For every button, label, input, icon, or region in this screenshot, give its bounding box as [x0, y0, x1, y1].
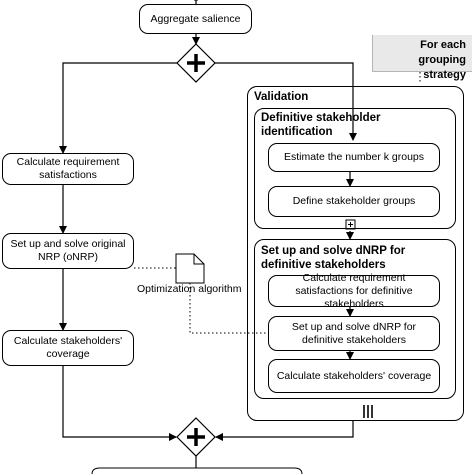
association-data-object-to-dnrp — [189, 283, 268, 334]
definitive-identification-title: Definitive stakeholder identification — [261, 112, 381, 138]
definitive-identification-container — [254, 108, 456, 229]
calculate-req-sat-definitive-task[interactable]: Calculate requirement satisfactions for … — [268, 272, 440, 310]
set-up-solve-dnrp-container — [254, 239, 456, 399]
parallel-split-gateway — [176, 43, 216, 83]
multi-instance-marker-icon — [363, 405, 373, 418]
aggregate-salience-task[interactable]: Aggregate salience — [139, 4, 252, 34]
subprocess-collapse-marker-icon — [345, 219, 356, 230]
calculate-requirement-satisfactions-task[interactable]: Calculate requirement satisfactions — [2, 153, 134, 185]
optimization-algorithm-label: Optimization algorithm — [137, 283, 242, 295]
flow-coverage-to-join — [62, 366, 177, 441]
define-stakeholder-groups-task[interactable]: Define stakeholder groups — [268, 186, 440, 217]
flow-validation-to-join — [215, 421, 354, 441]
calculate-stakeholders-coverage-task[interactable]: Calculate stakeholders' coverage — [2, 330, 134, 366]
validation-container — [247, 86, 464, 421]
flow-split-to-validation — [215, 62, 357, 141]
validation-title: Validation — [254, 91, 309, 103]
set-up-solve-dnrp-definitive-task[interactable]: Set up and solve dNRP for definitive sta… — [268, 316, 440, 351]
optimization-data-object-icon — [175, 253, 205, 284]
next-task-box-partial — [91, 467, 303, 474]
set-up-solve-dnrp-title: Set up and solve dNRP for definitive sta… — [261, 245, 406, 271]
set-up-solve-original-nrp-task[interactable]: Set up and solve original NRP (oNRP) — [2, 233, 134, 269]
estimate-k-groups-task[interactable]: Estimate the number k groups — [268, 143, 440, 172]
parallel-join-gateway — [176, 417, 216, 457]
calculate-stakeholders-coverage-inner-task[interactable]: Calculate stakeholders' coverage — [268, 359, 440, 393]
for-each-grouping-annotation: For each grouping strategy — [372, 35, 472, 81]
flow-split-to-calc-req-sat — [59, 62, 177, 154]
